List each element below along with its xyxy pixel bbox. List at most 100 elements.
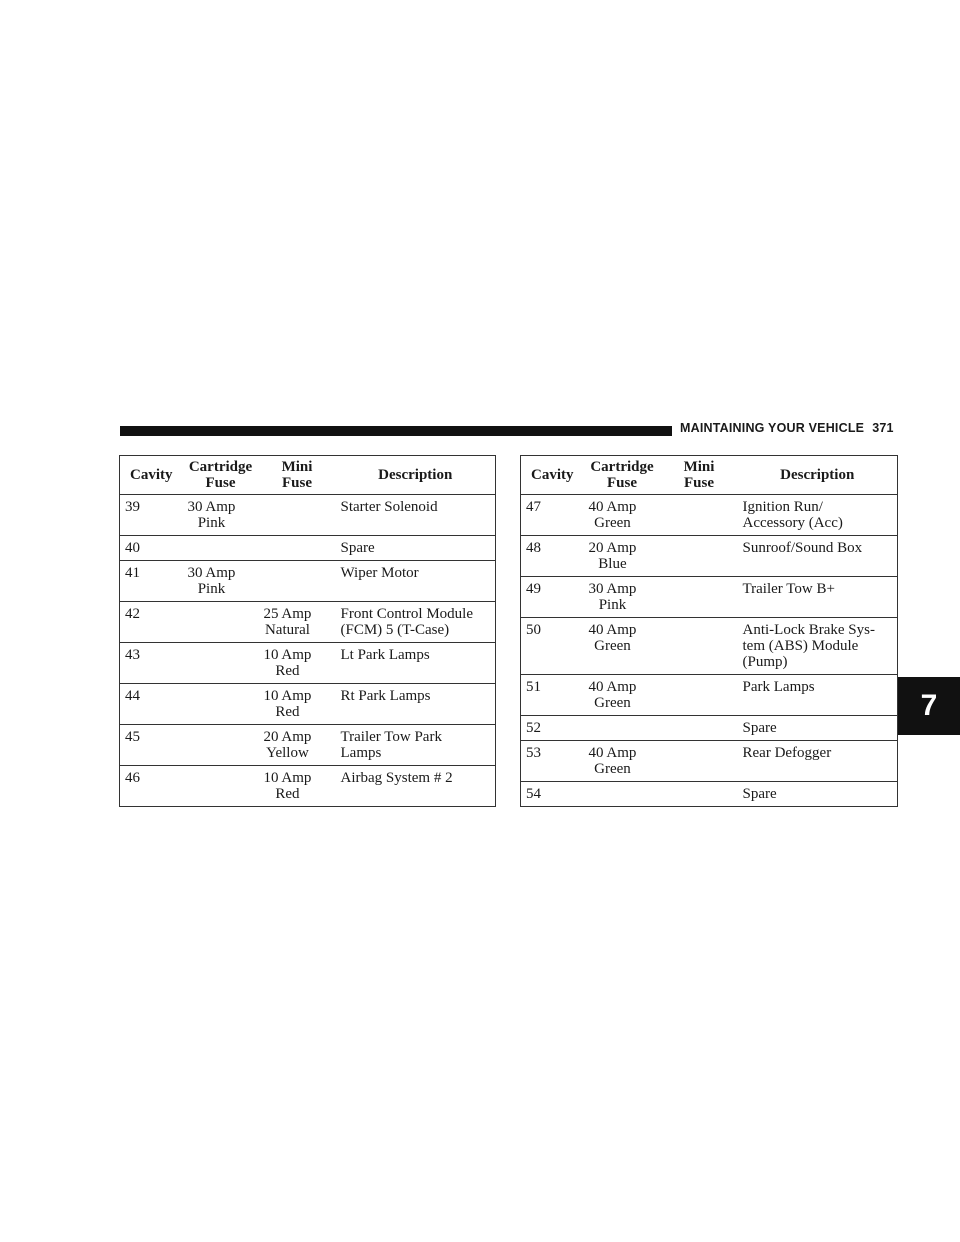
cavity-cell-text: 50 (526, 622, 541, 638)
cartridge-fuse-cell (182, 535, 259, 561)
description-cell: Wiper Motor (335, 560, 496, 602)
mini-fuse-cell (660, 576, 738, 618)
description-cell: Airbag System # 2 (335, 765, 496, 807)
cavity-cell-text: 53 (526, 745, 541, 761)
description-cell-text: Wiper Motor (340, 565, 419, 581)
cavity-cell: 45 (119, 724, 183, 766)
cavity-cell: 44 (119, 683, 183, 725)
cavity-cell: 41 (119, 560, 183, 602)
description-cell-text: Sunroof/Sound Box (742, 540, 863, 556)
chapter-tab[interactable]: 7 (898, 677, 960, 735)
description-cell: Spare (335, 535, 496, 561)
description-cell: Trailer Tow B+ (737, 576, 898, 618)
cartridge-fuse-cell (182, 642, 259, 684)
cavity-cell: 39 (119, 494, 183, 536)
cavity-cell-text: 40 (125, 540, 140, 556)
description-cell-text: Spare (742, 720, 777, 736)
cavity-cell: 48 (520, 535, 584, 577)
cartridge-fuse-cell (182, 724, 259, 766)
cavity-cell: 43 (119, 642, 183, 684)
col-header-cavity: Cavity (119, 455, 183, 495)
description-cell: Park Lamps (737, 674, 898, 716)
header-rule (120, 426, 672, 436)
cavity-cell: 49 (520, 576, 584, 618)
section-title: MAINTAINING YOUR VEHICLE (680, 421, 865, 435)
description-cell: Anti-Lock Brake Sys-tem (ABS) Module(Pum… (737, 617, 898, 675)
cavity-cell: 53 (520, 740, 584, 782)
description-cell-text: Lt Park Lamps (340, 647, 430, 663)
cavity-cell-text: 43 (125, 647, 140, 663)
mini-fuse-cell (660, 494, 738, 536)
table-row: 40 Spare (119, 535, 496, 561)
cavity-cell: 46 (119, 765, 183, 807)
cavity-cell-text: 45 (125, 729, 140, 745)
mini-fuse-cell (660, 715, 738, 741)
cavity-cell-text: 41 (125, 565, 140, 581)
mini-fuse-cell (660, 617, 738, 675)
mini-fuse-cell (660, 535, 738, 577)
mini-fuse-cell (258, 535, 336, 561)
cavity-cell-text: 52 (526, 720, 541, 736)
cavity-cell: 40 (119, 535, 183, 561)
description-cell-text: Ignition Run/Accessory (Acc) (742, 499, 843, 531)
description-cell-text: Spare (742, 786, 777, 802)
cavity-cell-text: 42 (125, 606, 140, 622)
cavity-cell-text: 51 (526, 679, 541, 695)
description-cell-text: Park Lamps (742, 679, 815, 695)
cavity-cell-text: 54 (526, 786, 541, 802)
cartridge-fuse-cell (583, 781, 661, 807)
col-header-cavity: Cavity (520, 455, 584, 495)
cartridge-fuse-cell (182, 765, 259, 807)
description-cell: Rt Park Lamps (335, 683, 496, 725)
description-cell-text: Airbag System # 2 (340, 770, 453, 786)
mini-fuse-cell (258, 494, 336, 536)
mini-fuse-cell (660, 674, 738, 716)
cavity-cell-text: 47 (526, 499, 541, 515)
mini-fuse-cell (660, 781, 738, 807)
table-row: 54 Spare (520, 781, 898, 807)
cavity-cell-text: 44 (125, 688, 140, 704)
